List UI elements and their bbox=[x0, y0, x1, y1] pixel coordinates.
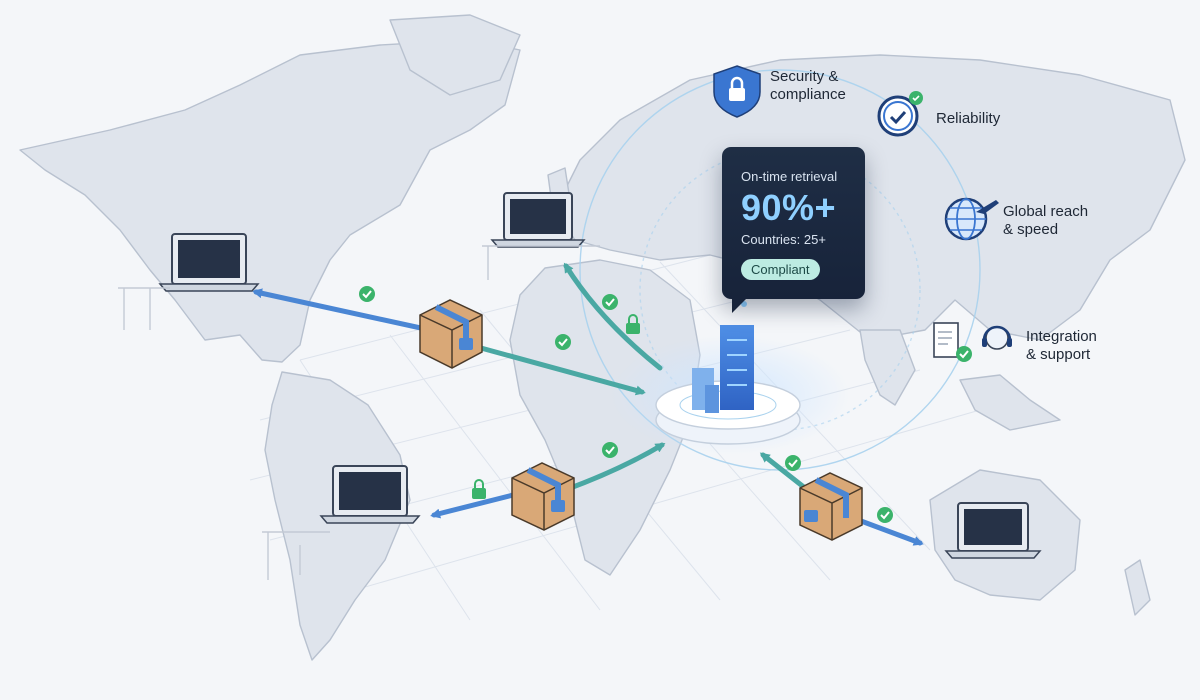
package-south-america bbox=[511, 462, 575, 531]
arrow-europe-link bbox=[563, 262, 663, 371]
lock-icon bbox=[804, 510, 818, 522]
compliant-badge: Compliant bbox=[741, 259, 820, 280]
arrow-from-south-america bbox=[562, 442, 666, 493]
europe-asia-landmass bbox=[554, 54, 1186, 341]
lock-icon bbox=[472, 479, 486, 499]
arrow-to-south-america bbox=[430, 489, 528, 519]
laptop-europe bbox=[482, 192, 600, 280]
india-landmass bbox=[859, 329, 916, 406]
shield-lock-icon bbox=[713, 65, 761, 118]
arrow-from-north-america bbox=[467, 342, 646, 396]
laptop-south-america bbox=[262, 465, 421, 580]
check-icon bbox=[555, 334, 571, 350]
feature-label-global-reach: Global reach & speed bbox=[1003, 203, 1089, 238]
feature-label-reliability: Reliability bbox=[936, 110, 1001, 127]
check-icon bbox=[785, 455, 801, 471]
lock-icon bbox=[551, 500, 565, 512]
check-icon bbox=[359, 286, 375, 302]
package-north-america bbox=[419, 299, 483, 369]
lock-icon bbox=[459, 338, 473, 350]
laptop-north-america bbox=[118, 233, 260, 330]
server-rack-icon bbox=[720, 325, 754, 410]
arrow-to-north-america bbox=[252, 288, 433, 333]
status-markers bbox=[359, 286, 893, 523]
arrow-from-australia bbox=[759, 452, 808, 491]
package-australia bbox=[799, 472, 863, 541]
lock-icon bbox=[626, 314, 640, 334]
laptop-australia bbox=[944, 502, 1042, 559]
new-zealand bbox=[1124, 559, 1151, 616]
clock-check-icon bbox=[877, 91, 923, 137]
callout-countries: Countries: 25+ bbox=[741, 232, 826, 247]
southeast-asia-islands bbox=[959, 374, 1061, 431]
callout-title: On-time retrieval bbox=[741, 169, 838, 184]
data-center-hub bbox=[610, 325, 850, 455]
check-icon bbox=[602, 294, 618, 310]
retrieval-callout: On-time retrieval 90%+ Countries: 25+ Co… bbox=[722, 147, 865, 313]
greenland bbox=[389, 14, 521, 96]
feature-label-security: Security & compliance bbox=[770, 68, 846, 103]
north-america-landmass bbox=[19, 39, 521, 363]
check-icon bbox=[602, 442, 618, 458]
globe-plane-icon bbox=[944, 197, 999, 241]
document-headset-icon bbox=[933, 322, 1012, 362]
check-icon bbox=[877, 507, 893, 523]
flow-arrows bbox=[252, 262, 924, 546]
feature-label-integration: Integration & support bbox=[1026, 328, 1097, 363]
callout-metric: 90%+ bbox=[741, 187, 837, 228]
